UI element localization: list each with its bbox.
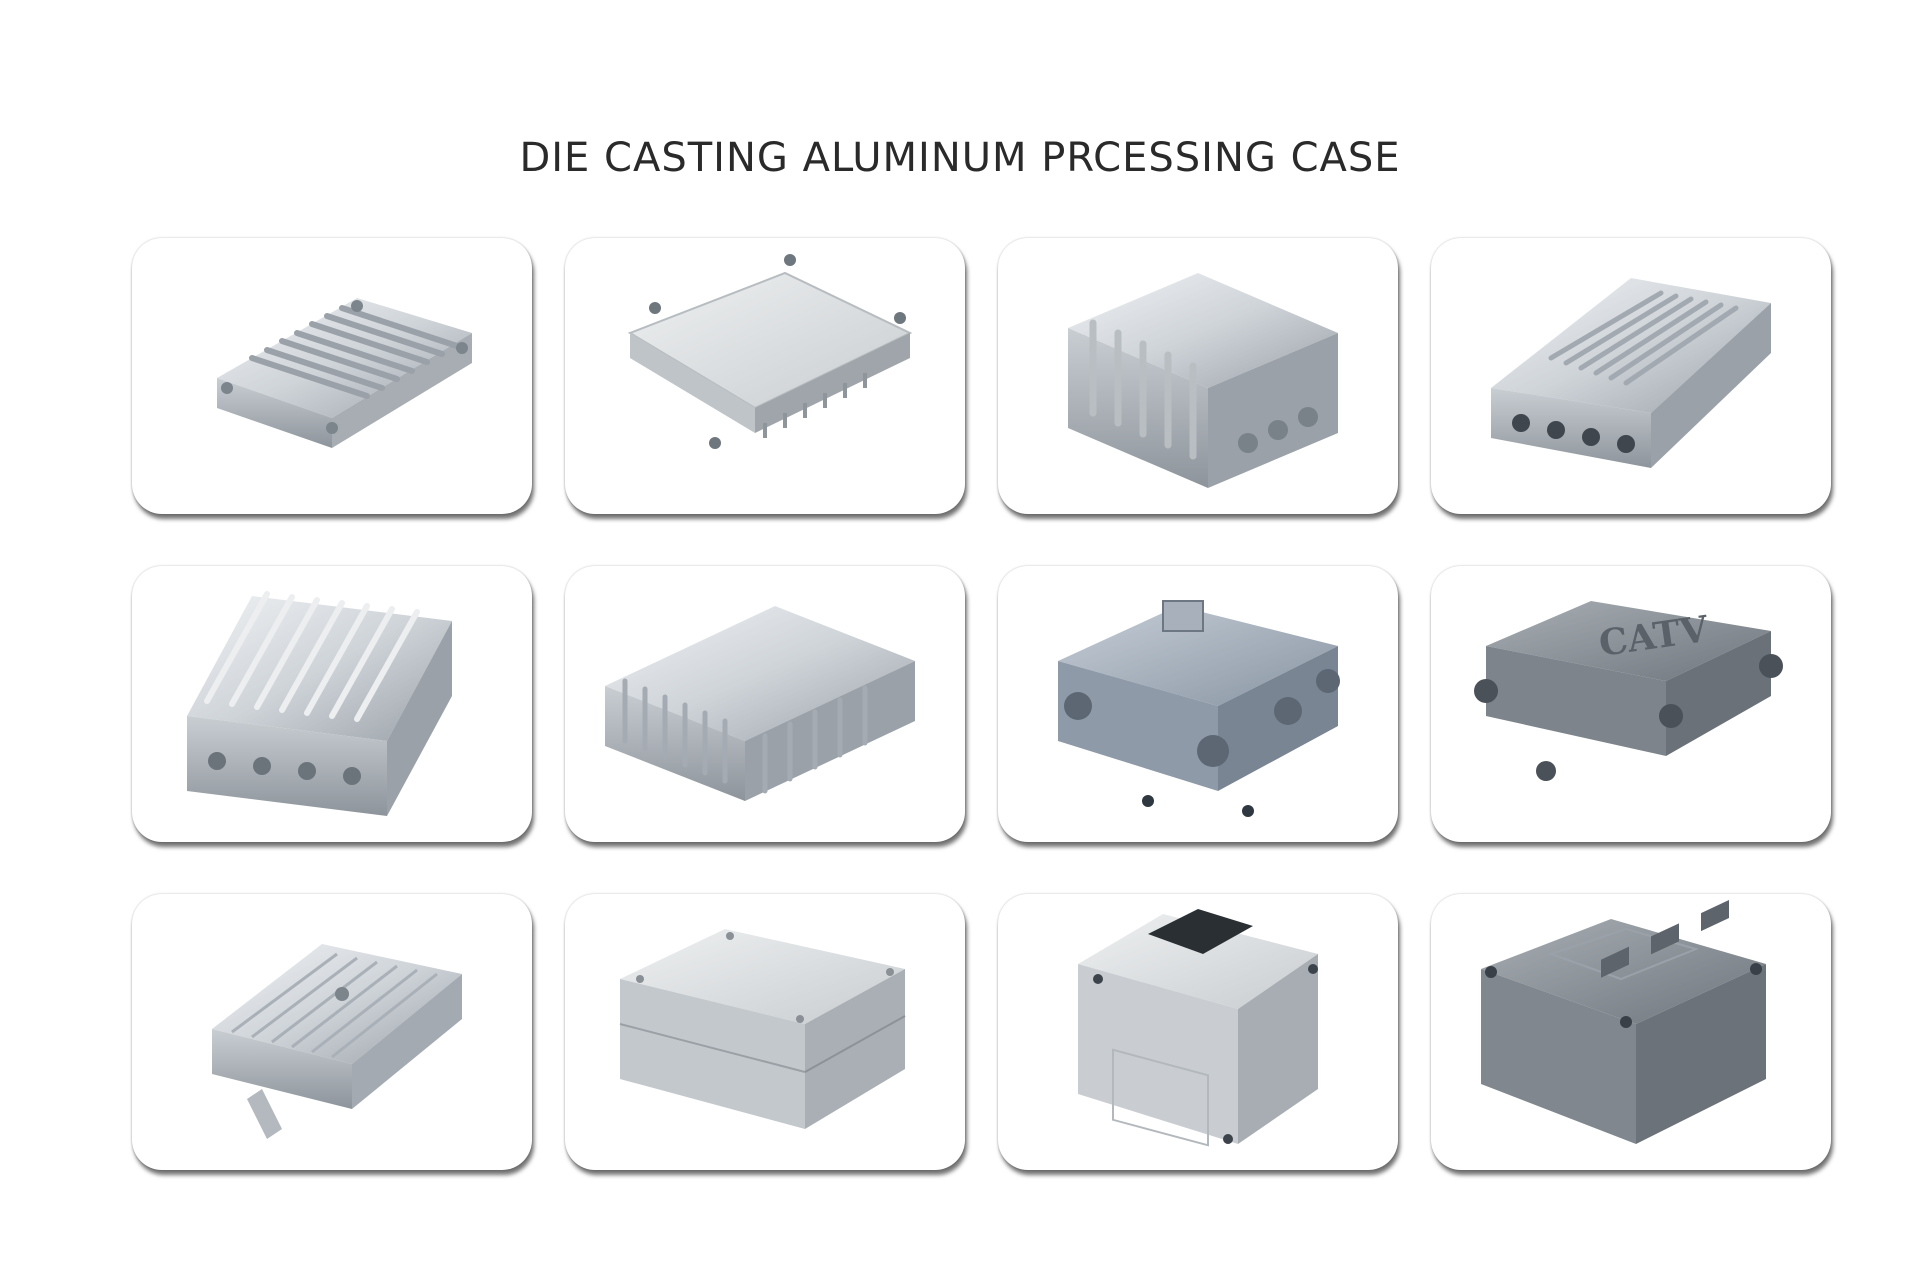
product-card[interactable] — [998, 238, 1398, 514]
heatsink-enclosure-image — [187, 591, 452, 816]
product-card[interactable] — [565, 894, 965, 1170]
catv-splitter-box-image: CATV — [1474, 601, 1783, 781]
product-card[interactable] — [565, 238, 965, 514]
product-card[interactable] — [998, 894, 1398, 1170]
finned-enclosure-image — [217, 298, 472, 448]
product-card[interactable] — [132, 894, 532, 1170]
hinged-box-image — [1481, 900, 1766, 1144]
page-title: DIE CASTING ALUMINUM PRCESSING CASE — [519, 135, 1401, 181]
product-card[interactable] — [998, 566, 1398, 842]
plain-box-image — [619, 929, 906, 1129]
window-box-image — [1078, 909, 1318, 1147]
junction-box-image — [1058, 600, 1340, 817]
finned-amplifier-enclosure-image — [605, 606, 915, 801]
product-card[interactable] — [1431, 238, 1831, 514]
flat-lid-enclosure-image — [627, 254, 913, 449]
finned-enclosure-ports-image — [1491, 278, 1771, 468]
product-card[interactable] — [1431, 894, 1831, 1170]
tall-finned-enclosure-image — [1068, 273, 1338, 488]
product-card[interactable] — [132, 566, 532, 842]
product-card[interactable]: CATV — [1431, 566, 1831, 842]
product-card[interactable] — [132, 238, 532, 514]
product-card[interactable] — [565, 566, 965, 842]
ribbed-dome-enclosure-image — [212, 944, 462, 1139]
